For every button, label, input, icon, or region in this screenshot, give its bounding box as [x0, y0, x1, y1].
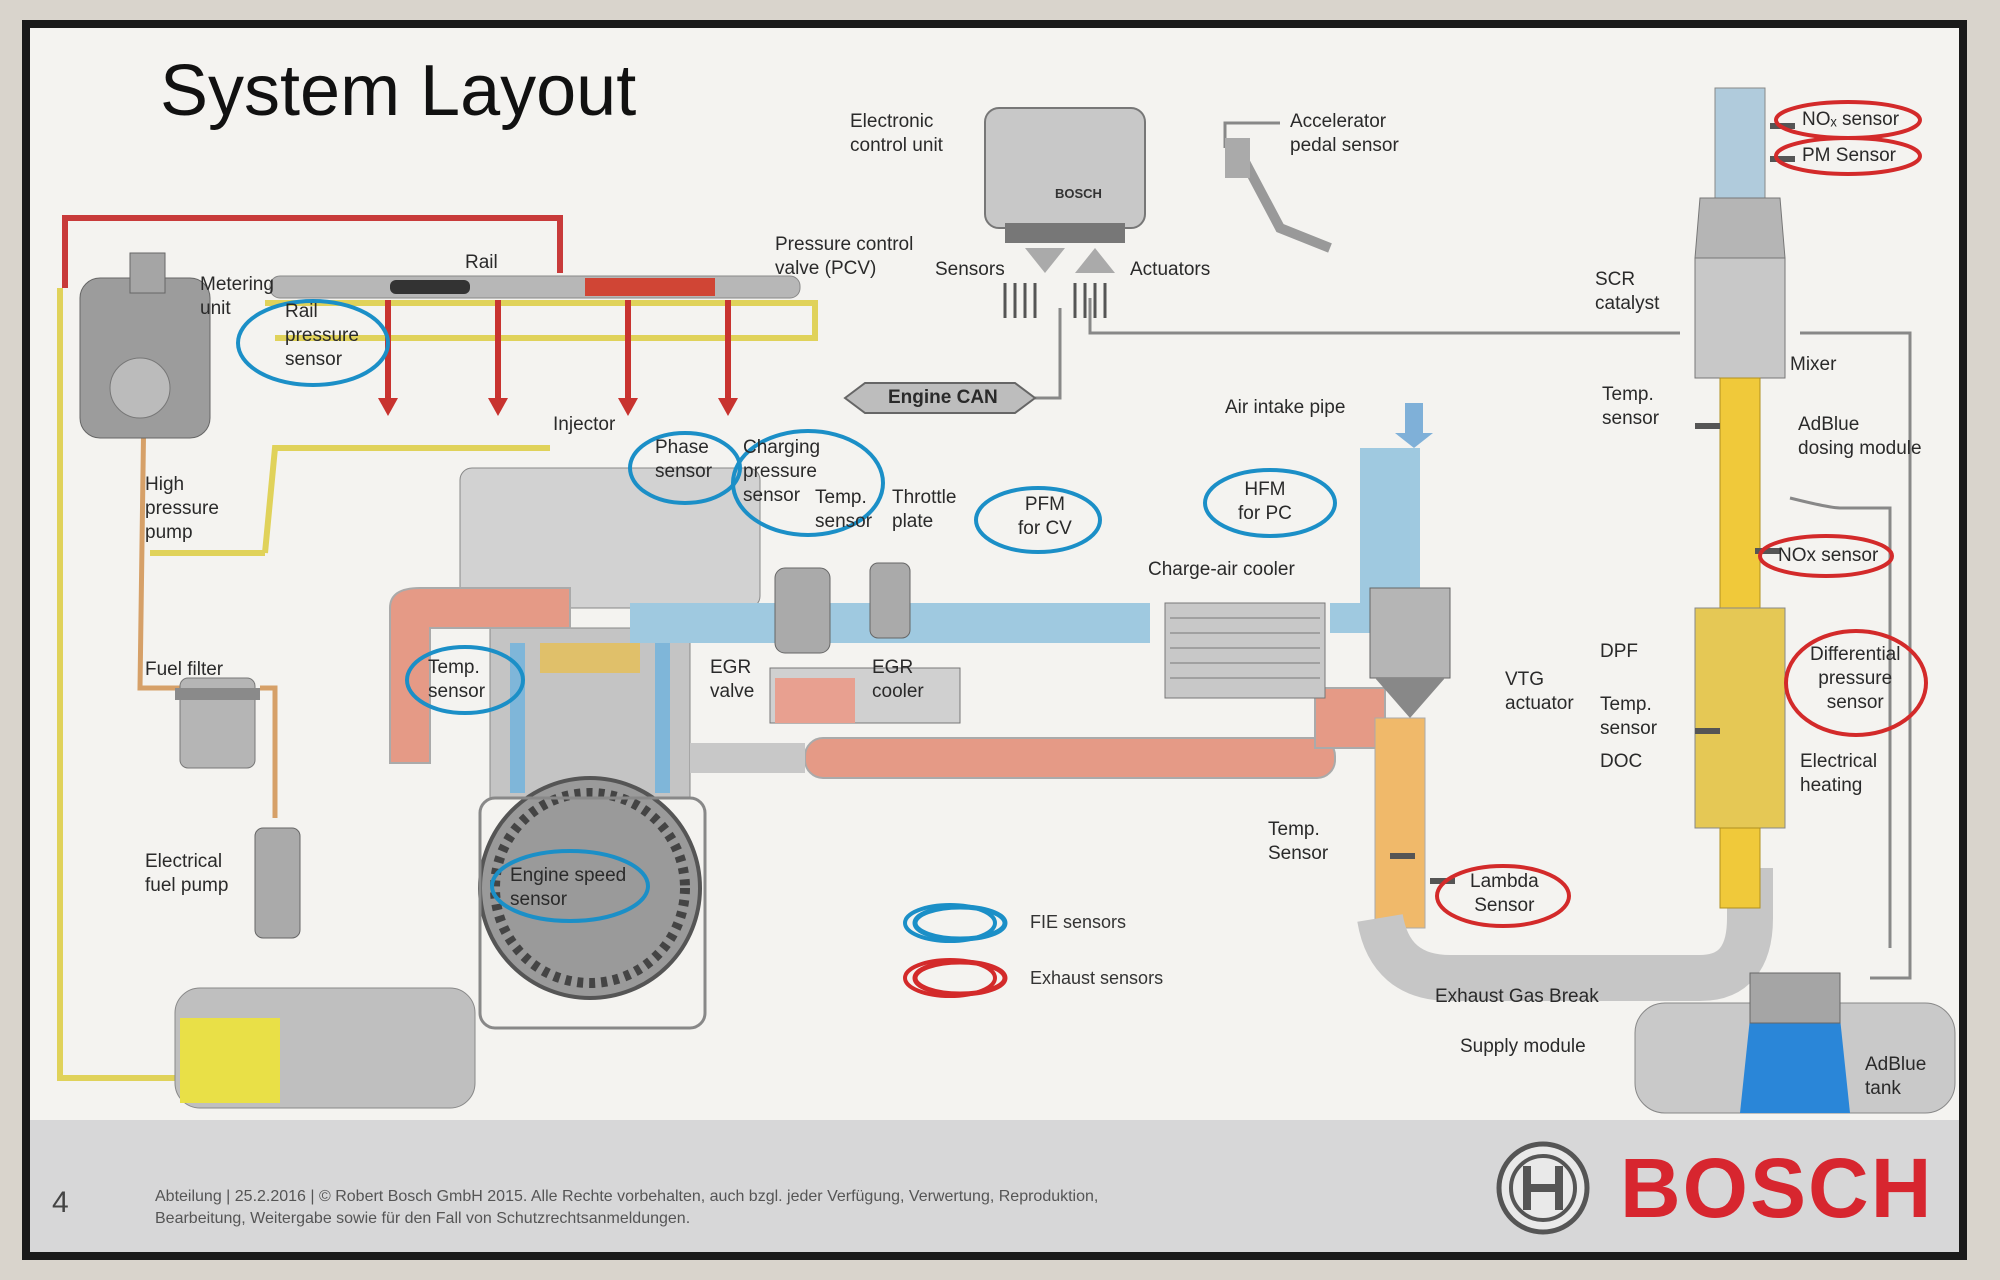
electrical-fuel-pump [254, 827, 301, 939]
label-lambda: Lambda Sensor [1470, 871, 1539, 916]
label-phase: Phase sensor [655, 437, 713, 482]
label-temp-engine: Temp. sensor [428, 657, 486, 702]
label-adblue-tank: AdBlue tank [1865, 1054, 1927, 1099]
label-adblue-dosing: AdBlue dosing module [1798, 414, 1922, 459]
label-egr-cooler: EGR cooler [872, 657, 924, 702]
label-mixer: Mixer [1790, 354, 1837, 375]
label-accelerator: Accelerator pedal sensor [1290, 111, 1399, 156]
page-number: 4 [52, 1186, 69, 1219]
label-fuel-filter: Fuel filter [145, 659, 224, 680]
legend-exhaust: Exhaust sensors [1030, 968, 1164, 988]
label-actuators: Actuators [1130, 259, 1211, 280]
label-charging: Charging pressure sensor [743, 437, 821, 506]
hp-pump [79, 252, 211, 439]
label-nox-top: NOₓ sensor [1802, 109, 1900, 130]
egr [769, 567, 961, 724]
label-temp-scr: Temp. sensor [1602, 384, 1660, 429]
rail-arrows [378, 300, 738, 416]
rail [269, 275, 801, 299]
exhaust-pipes [389, 587, 1386, 779]
legend-exhaust-swatch [912, 959, 1008, 997]
aftertreatment-column [1694, 87, 1786, 909]
legend-fie: FIE sensors [1030, 912, 1127, 932]
label-engine-can: Engine CAN [888, 387, 998, 408]
label-vtg: VTG actuator [1505, 669, 1574, 714]
label-sensors: Sensors [935, 259, 1005, 280]
label-scr: SCR catalyst [1595, 269, 1660, 314]
label-elec-pump: Electrical fuel pump [145, 851, 229, 896]
charge-air-cooler [1164, 602, 1326, 699]
label-metering: Metering unit [200, 274, 274, 319]
label-supply-module: Supply module [1460, 1036, 1586, 1057]
label-rail-sensor: Rail pressure sensor [285, 301, 359, 370]
label-temp-top: Temp. sensor [815, 487, 873, 532]
adblue-tank [1634, 972, 1956, 1114]
label-engine-speed: Engine speed sensor [510, 865, 627, 910]
label-charge-air: Charge-air cooler [1148, 559, 1295, 580]
throttle-body [869, 562, 911, 639]
fuel-filter [175, 677, 260, 769]
label-egr-valve: EGR valve [710, 657, 755, 702]
brand-wordmark: BOSCH [1620, 1141, 1934, 1235]
air-intake-arrow [1395, 403, 1433, 448]
rail-pcv [390, 280, 470, 294]
turbocharger [1369, 587, 1451, 718]
label-exhaust-brake: Exhaust Gas Break [1435, 986, 1599, 1007]
label-pfm: PFM for CV [1018, 494, 1072, 539]
label-dpf: DPF [1600, 641, 1638, 662]
rail-hot [585, 278, 715, 296]
system-diagram [57, 87, 1956, 1114]
legend-fie-swatch [912, 904, 1008, 942]
label-air-intake: Air intake pipe [1225, 397, 1346, 418]
label-throttle: Throttle plate [892, 487, 957, 532]
label-elec-heating: Electrical heating [1800, 751, 1878, 796]
footer-copyright: Abteilung | 25.2.2016 | © Robert Bosch G… [155, 1188, 1099, 1227]
label-rail: Rail [465, 252, 498, 273]
ecu-box [984, 107, 1146, 318]
label-pcv: Pressure control valve (PCV) [775, 234, 914, 279]
exhaust-grey-pipe [690, 743, 805, 773]
accelerator-pedal [1225, 138, 1332, 253]
label-hfm: HFM for PC [1238, 479, 1292, 524]
label-doc: DOC [1600, 751, 1643, 772]
label-pm-sensor: PM Sensor [1802, 145, 1896, 166]
label-temp-dpf: Temp. sensor [1600, 694, 1658, 739]
fie-sensor-ellipses [236, 299, 1337, 943]
exhaust-aftertreatment-pipe [1357, 717, 1773, 1001]
bosch-logo-icon [1496, 1141, 1590, 1235]
return-line [62, 215, 563, 288]
label-nox-sensor: NOx sensor [1778, 545, 1879, 566]
label-hp-pump: High pressure pump [145, 474, 219, 543]
engine-can-tag [843, 382, 1037, 414]
label-diff-pressure: Differential pressure sensor [1810, 644, 1901, 713]
footer-bar [30, 1120, 1959, 1252]
label-ecu: Electronic control unit [850, 111, 943, 156]
ecu-brand-mark: BOSCH [1055, 186, 1102, 201]
page-title: System Layout [160, 51, 637, 131]
label-temp-exhaust: Temp. Sensor [1268, 819, 1329, 864]
wiring [1030, 121, 1912, 980]
slide: System Layout Electronic control unit Ac… [22, 20, 1967, 1260]
fuel-tank [174, 987, 476, 1109]
label-injector: Injector [553, 414, 616, 435]
fuel-lines [57, 288, 818, 1081]
